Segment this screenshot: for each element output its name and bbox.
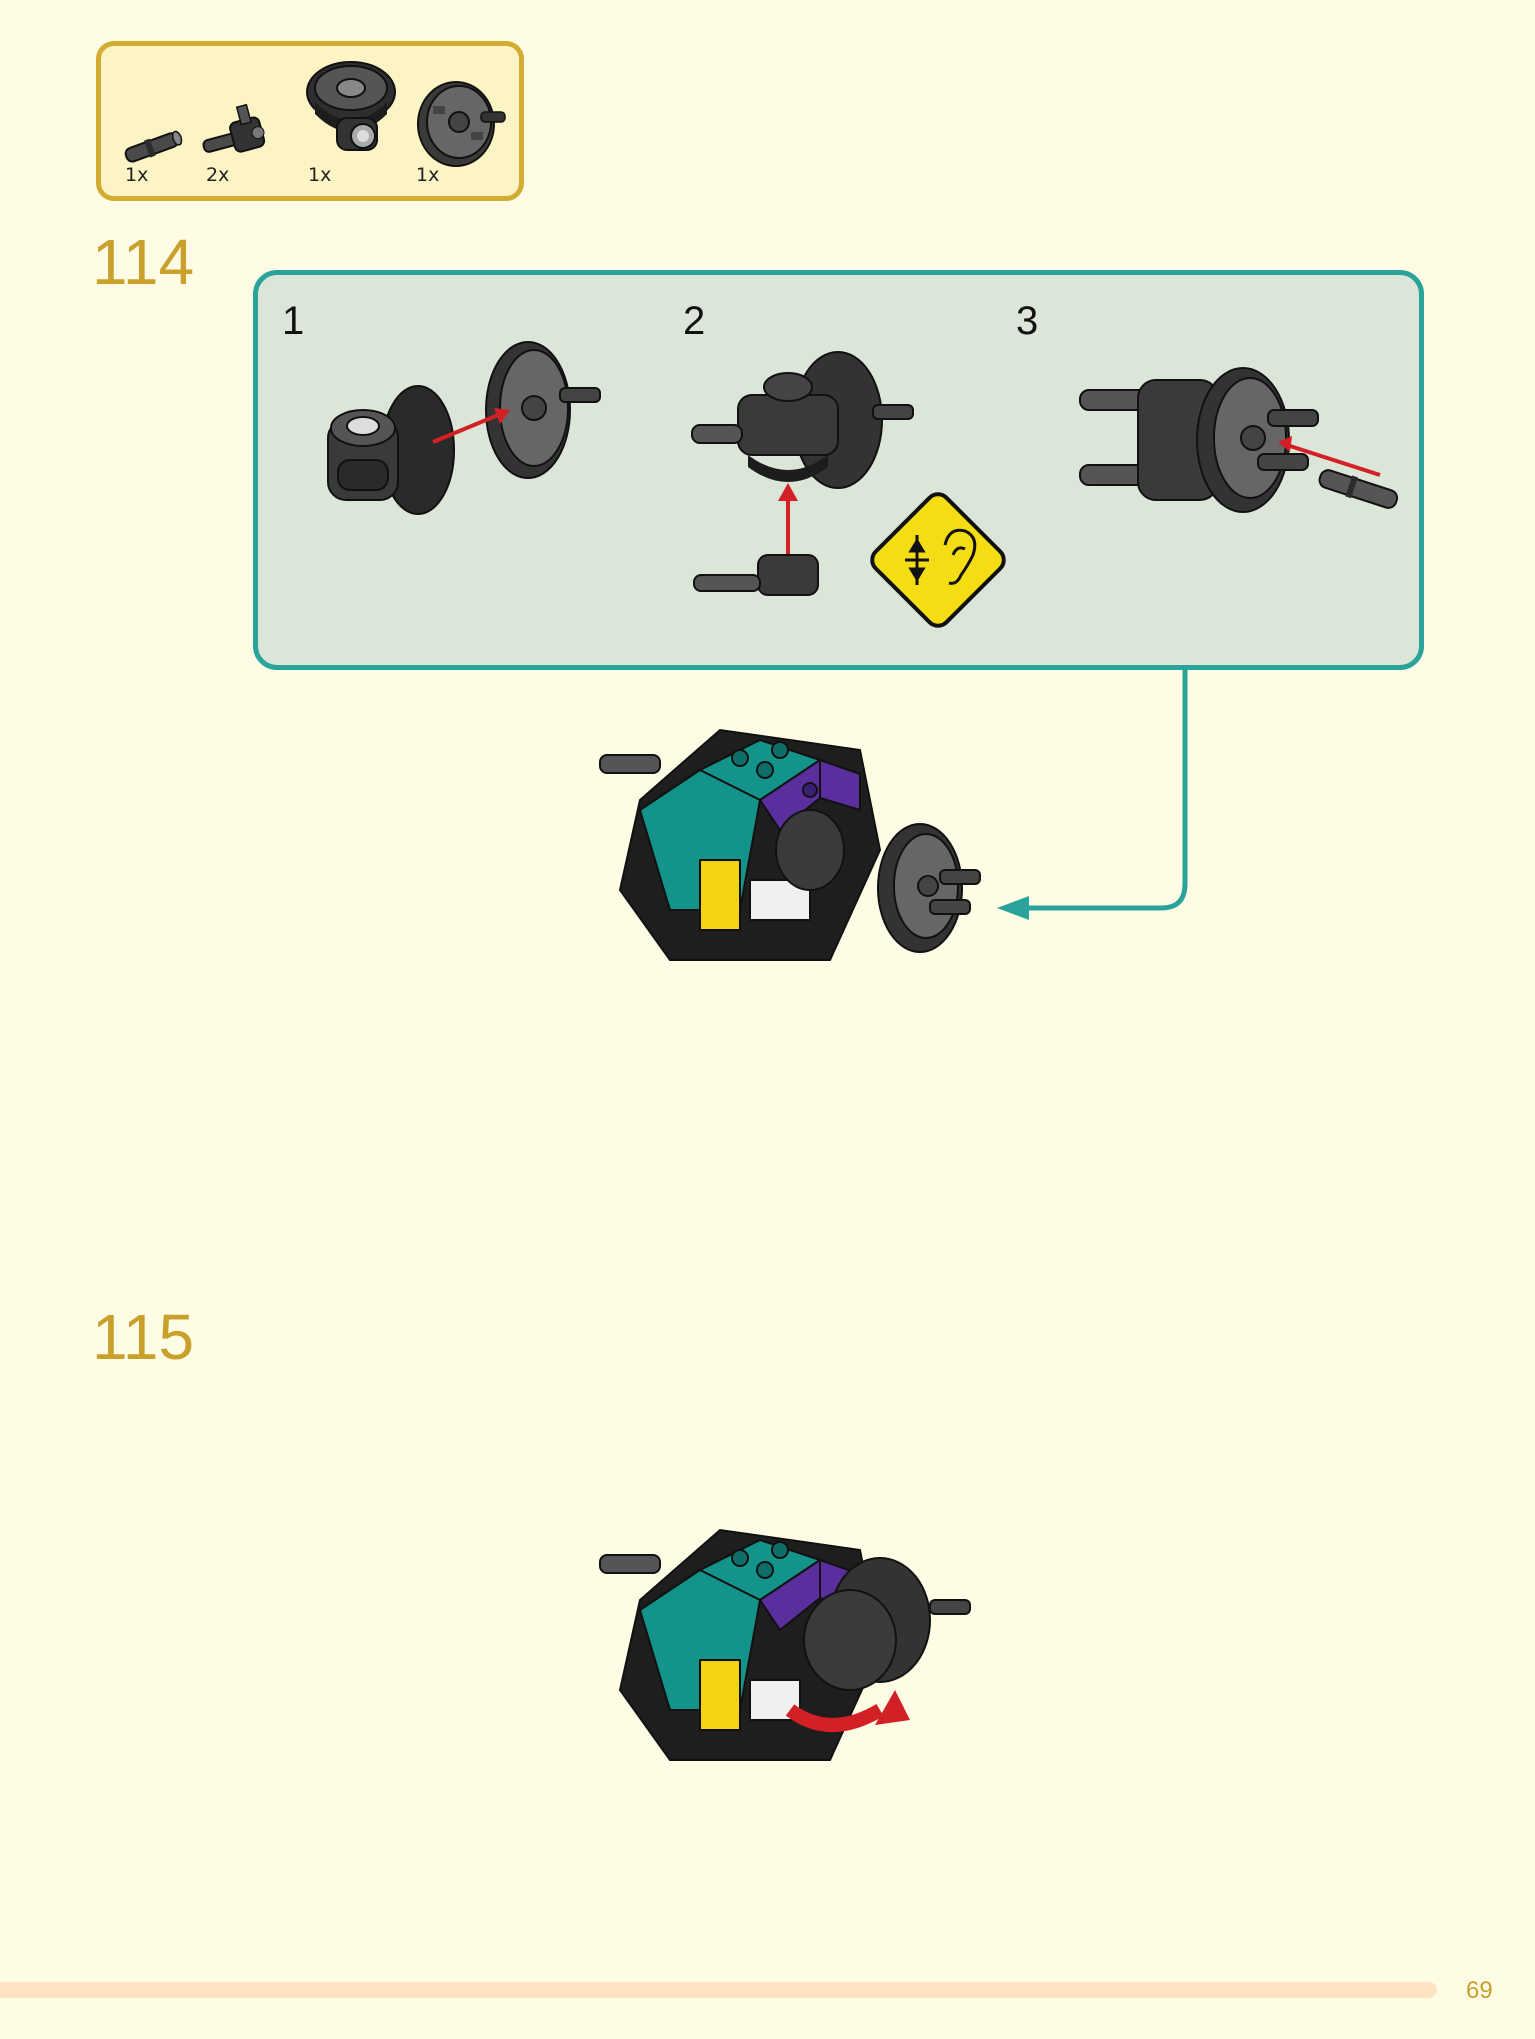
substep3-illustration [1079,367,1399,513]
callout-connector [997,668,1188,920]
click-sound-warning-icon [870,492,1006,628]
axle-pin-icon [124,130,183,163]
parts-list-box: 1x 2x 1x 1x [96,41,524,201]
substep2-illustration [691,351,914,596]
step-number: 115 [92,1301,195,1373]
step-number: 114 [92,226,195,298]
page-number: 69 [1466,1977,1493,2004]
step114-model-illustration [599,728,981,961]
part-qty: 1x [416,164,440,186]
part-qty: 1x [308,164,332,186]
turntable-icon [306,61,396,151]
substep1-illustration [327,341,601,515]
substep-number: 1 [282,299,305,343]
wheel-hub-icon [417,81,506,167]
footer-bar [0,1982,1437,1998]
connector-pin-icon [202,103,266,153]
part-qty: 1x [125,164,149,186]
part-qty: 2x [206,164,230,186]
substep-number: 3 [1016,299,1039,343]
substep-number: 2 [683,299,706,343]
substep-box: 1 2 3 [253,270,1424,670]
step115-model-illustration [599,1528,971,1761]
